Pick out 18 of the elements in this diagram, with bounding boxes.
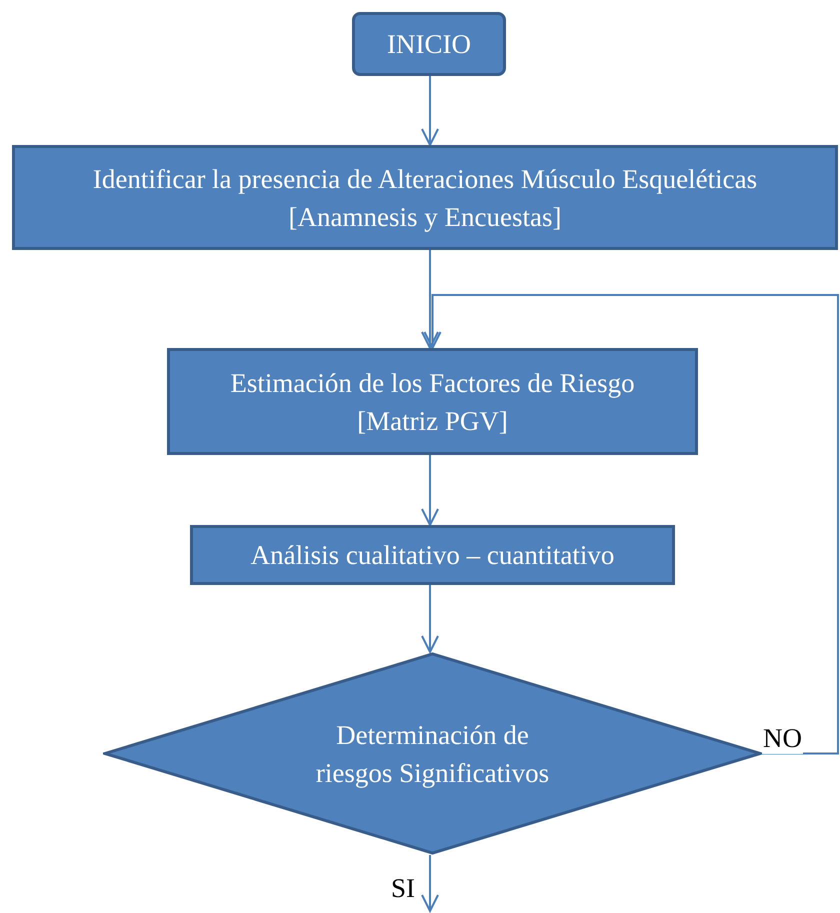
arrow <box>424 294 839 754</box>
decision-diamond <box>103 652 762 855</box>
process-box <box>12 145 838 250</box>
node-text: INICIO <box>387 28 471 61</box>
arrow <box>421 455 439 526</box>
arrow <box>421 250 439 349</box>
node-text: Identificar la presencia de Alteraciones Músculo Esqueléticas <box>92 162 758 196</box>
node-text: Estimación de los Factores de Riesgo <box>230 366 635 400</box>
node-text: [Matriz PGV] <box>357 404 508 438</box>
arrow <box>421 76 439 146</box>
arrow <box>421 855 439 912</box>
arrow <box>421 585 439 653</box>
start-box <box>352 12 506 76</box>
node-text: [Anamnesis y Encuestas] <box>288 200 562 234</box>
process-box <box>190 525 675 585</box>
process-box <box>167 348 698 455</box>
node-text: Determinación de riesgos Significativos <box>314 718 550 790</box>
node-text: Análisis cualitativo – cuantitativo <box>250 539 614 572</box>
